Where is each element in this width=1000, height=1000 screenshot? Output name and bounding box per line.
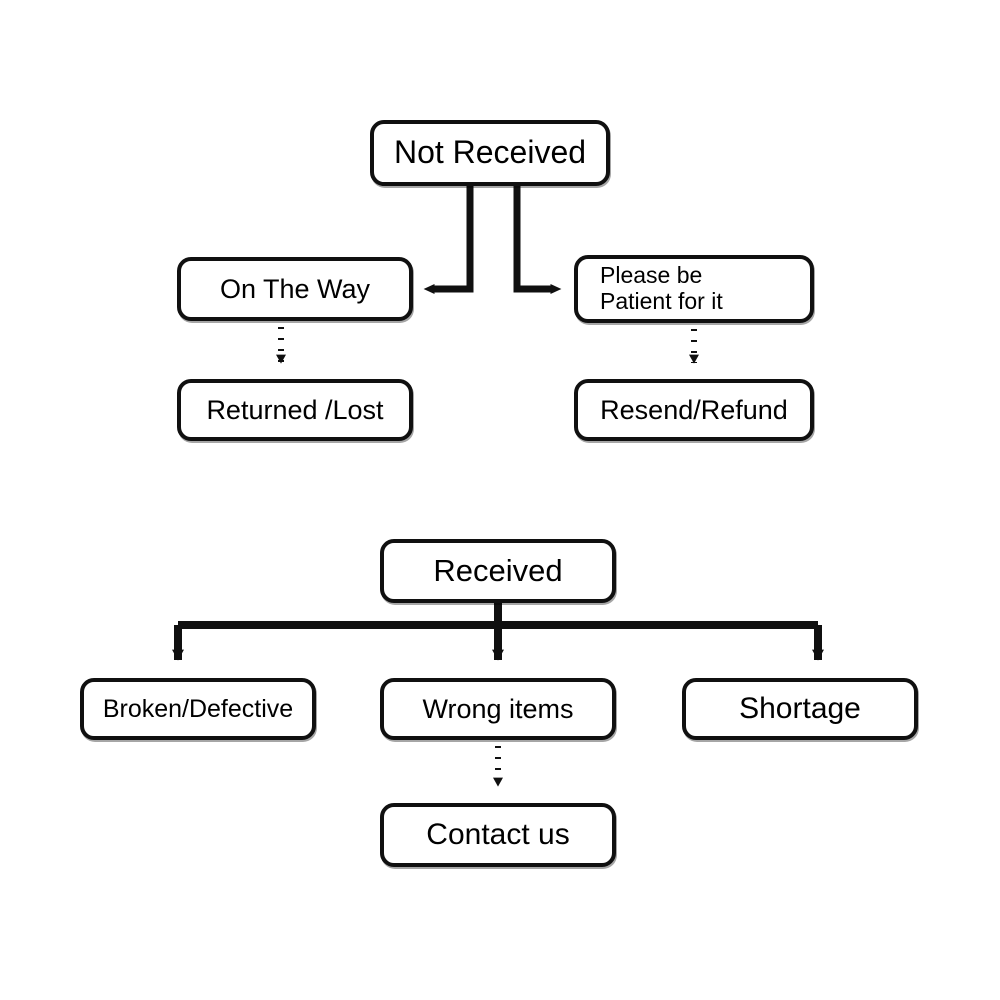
- node-wrong-items-label: Wrong items: [422, 693, 574, 724]
- node-on-the-way-label: On The Way: [219, 273, 371, 304]
- node-resend-refund-label: Resend/Refund: [600, 394, 788, 425]
- edge-received-bus: [178, 603, 818, 629]
- node-resend-refund[interactable]: Resend/Refund: [574, 379, 814, 441]
- node-contact-us[interactable]: Contact us: [380, 803, 616, 867]
- edge-not-received-to-on-the-way: [423, 186, 474, 294]
- node-not-received[interactable]: Not Received: [370, 120, 610, 186]
- node-returned-lost-label: Returned /Lost: [206, 394, 384, 425]
- node-please-be-patient-label: Please be Patient for it: [600, 262, 723, 314]
- node-broken-defective-label: Broken/Defective: [102, 695, 294, 723]
- node-shortage-label: Shortage: [739, 692, 861, 726]
- node-broken-defective[interactable]: Broken/Defective: [80, 678, 316, 740]
- node-wrong-items[interactable]: Wrong items: [380, 678, 616, 740]
- node-on-the-way[interactable]: On The Way: [177, 257, 413, 321]
- node-returned-lost[interactable]: Returned /Lost: [177, 379, 413, 441]
- node-received-label: Received: [433, 552, 563, 588]
- node-shortage[interactable]: Shortage: [682, 678, 918, 740]
- node-please-be-patient[interactable]: Please be Patient for it: [574, 255, 814, 323]
- edge-not-received-to-please-be-patient: [513, 186, 562, 294]
- node-not-received-label: Not Received: [393, 134, 587, 171]
- node-contact-us-label: Contact us: [426, 818, 570, 852]
- node-received[interactable]: Received: [380, 539, 616, 603]
